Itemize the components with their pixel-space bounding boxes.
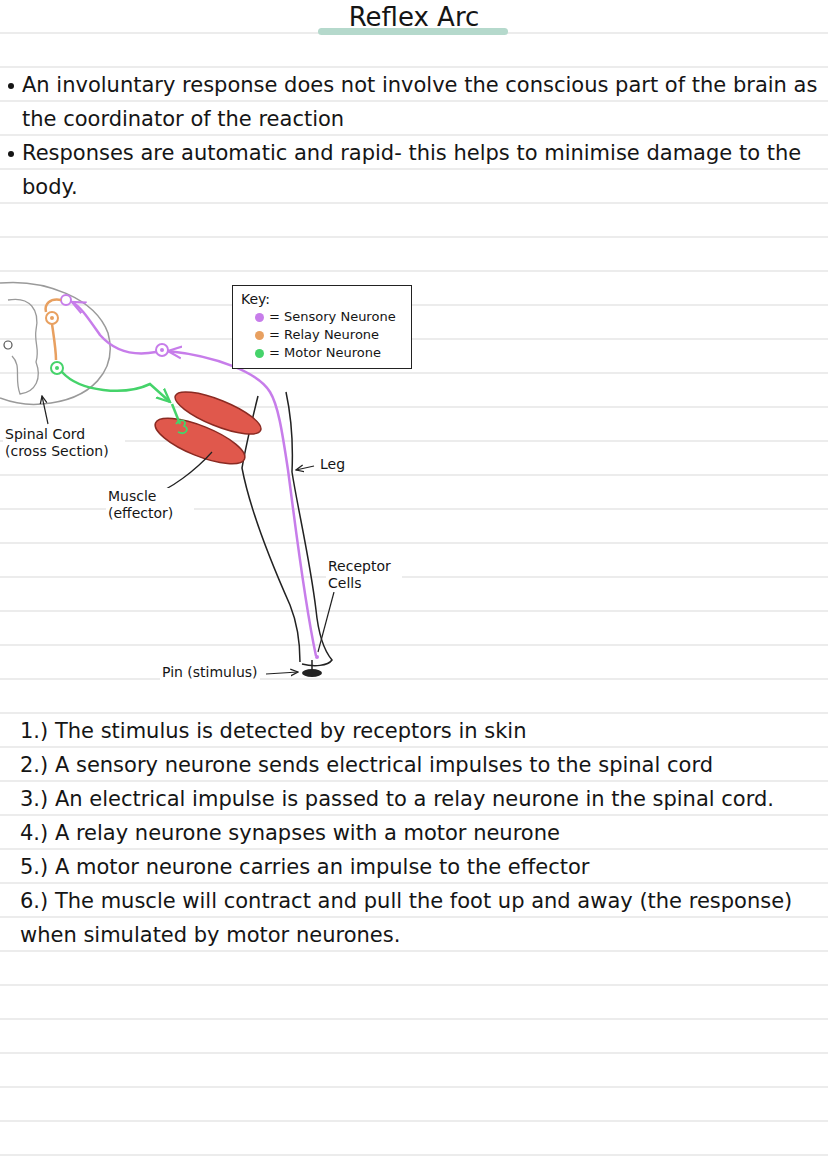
legend-text: = Relay Neurone [269,326,379,344]
title: Reflex Arc [0,0,828,34]
step-text: 5.) A motor neurone carries an impulse t… [20,850,818,884]
step-text: 2.) A sensory neurone sends electrical i… [20,748,818,782]
cell-body [55,366,59,370]
step-text: 4.) A relay neurone synapses with a moto… [20,816,818,850]
legend-row: = Relay Neurone [255,326,401,344]
legend-swatch [255,331,264,340]
cell-body [160,348,164,352]
leader-line [318,592,334,652]
part-label: Receptor Cells [326,558,402,592]
spinal-cord-outline [0,282,110,404]
muscle [150,409,250,473]
synapse [61,295,71,305]
legend-text: = Sensory Neurone [269,308,396,326]
steps-list: 1.) The stimulus is detected by receptor… [20,714,818,952]
part-label: Leg [318,456,347,473]
cell-body [51,362,63,374]
grey-matter [8,299,38,394]
leader-line [296,466,314,470]
legend-swatch [255,349,264,358]
leg-outline [242,396,300,662]
step-text: 1.) The stimulus is detected by receptor… [20,714,818,748]
bullet-note: Responses are automatic and rapid- this … [22,136,818,204]
step-text: 6.) The muscle will contract and pull th… [20,884,818,952]
legend-swatch [255,313,264,322]
cell-body [46,312,58,324]
key-box: Key:= Sensory Neurone= Relay Neurone= Mo… [232,285,412,369]
bullet-dot [8,151,14,157]
legend-row: = Motor Neurone [255,344,401,362]
motor-end-plate [176,420,187,433]
leader-line [266,672,298,674]
legend-row: = Sensory Neurone [255,308,401,326]
key-heading: Key: [241,290,401,308]
relay-neurone [52,324,56,360]
part-label: Muscle (effector) [106,488,194,522]
bullet-dot [8,83,14,89]
leader-line [42,396,48,424]
cell-body [156,344,168,356]
step-text: 3.) An electrical impulse is passed to a… [20,782,818,816]
part-label: Pin (stimulus) [160,664,260,681]
relay-neurone [46,300,61,312]
legend-text: = Motor Neurone [269,344,381,362]
bullet-note: An involuntary response does not involve… [22,68,818,136]
receptor-cells [315,655,319,659]
pin-symbol [302,669,322,677]
part-label: Spinal Cord (cross Section) [3,426,125,460]
sensory-neurone [72,302,156,353]
central-canal [4,341,12,349]
cell-body [50,316,54,320]
motor-neurone [62,372,170,402]
